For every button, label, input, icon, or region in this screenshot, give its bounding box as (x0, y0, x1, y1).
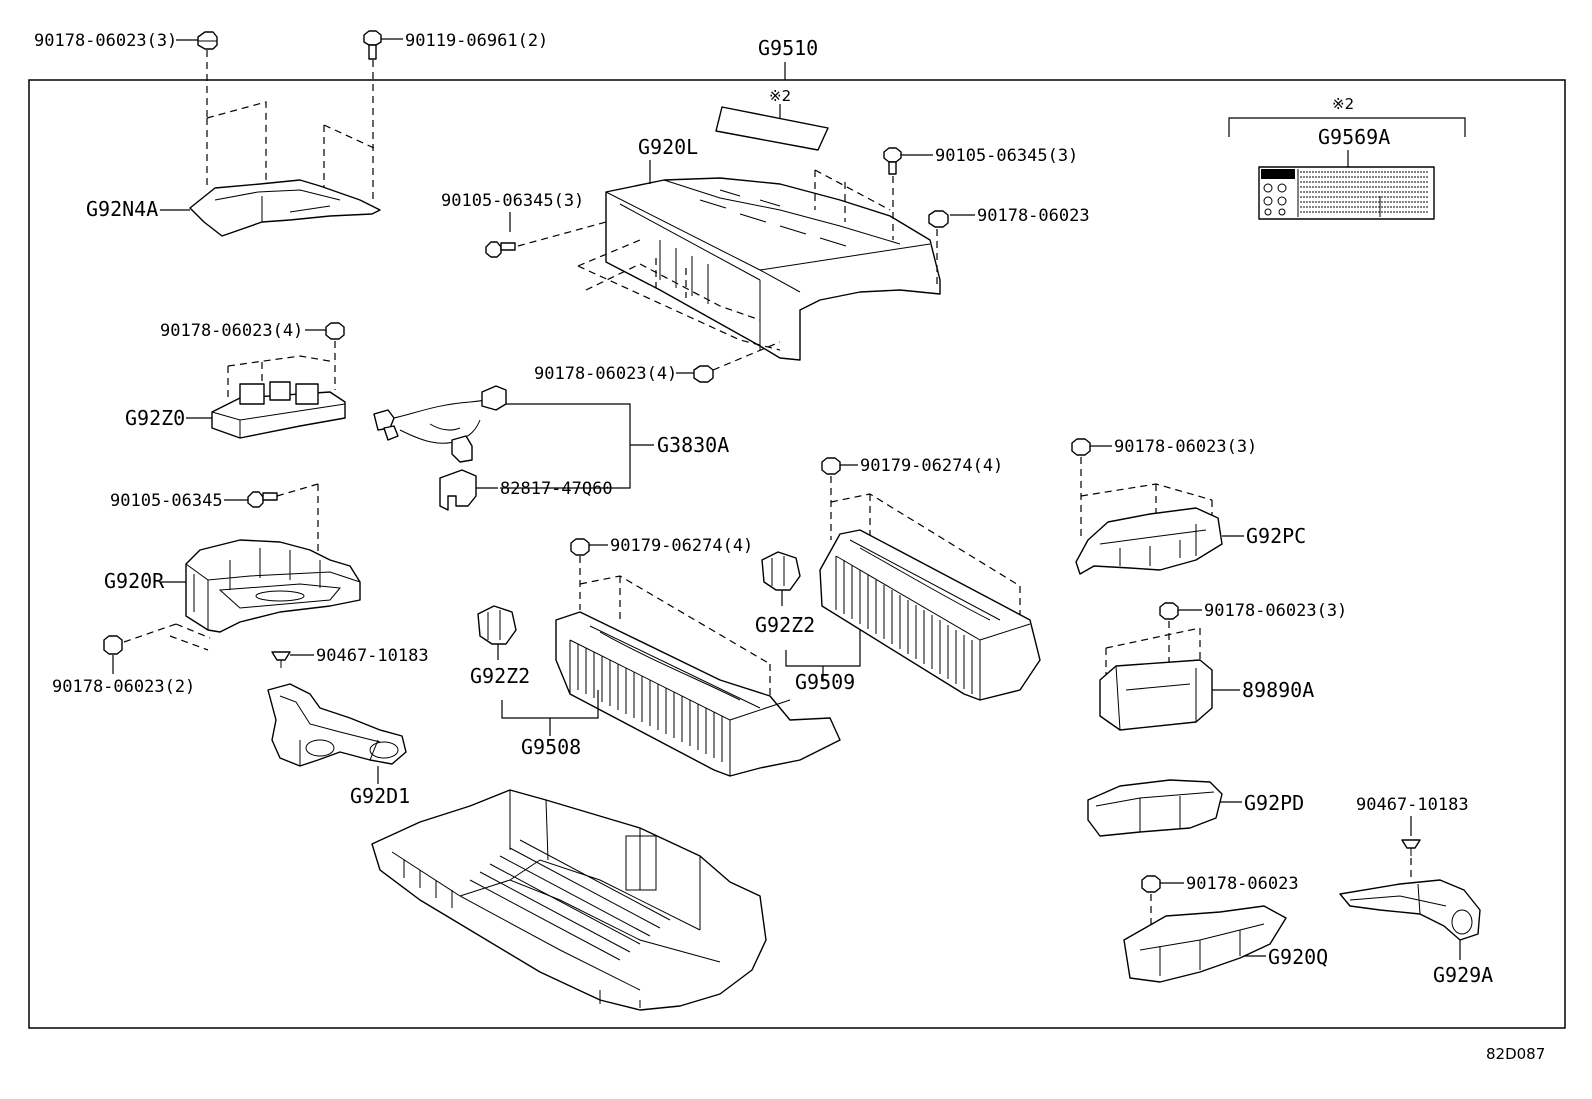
nut-icon (928, 210, 949, 228)
label-G92D1[interactable]: G92D1 (350, 784, 410, 808)
part-89890A[interactable] (1099, 659, 1213, 731)
label-G9569A[interactable]: G9569A (1318, 125, 1390, 149)
label-G3830A[interactable]: G3830A (657, 433, 729, 457)
label-G9509[interactable]: G9509 (795, 670, 855, 694)
label-G929A[interactable]: G929A (1433, 963, 1493, 987)
nut-icon (197, 31, 218, 50)
battery-tray[interactable] (371, 789, 767, 1011)
nut-icon (325, 322, 345, 340)
label-90178-06023-4-a[interactable]: 90178-06023(4) (160, 321, 303, 341)
nut-icon (1159, 602, 1179, 620)
label-G92PD[interactable]: G92PD (1244, 791, 1304, 815)
part-G92Z2-a[interactable] (477, 605, 517, 645)
label-90178-06023-3-c[interactable]: 90178-06023(3) (1204, 601, 1347, 621)
nut-icon (103, 635, 123, 655)
note-symbol-2: ※2 (1332, 95, 1354, 113)
part-G929A[interactable] (1339, 879, 1481, 941)
nut-icon (821, 457, 841, 475)
label-G92PC[interactable]: G92PC (1246, 524, 1306, 548)
part-G92N4A[interactable] (189, 101, 381, 237)
nut-icon (693, 365, 714, 383)
caution-label[interactable] (1258, 166, 1435, 220)
bolt-icon (485, 241, 516, 258)
label-G920L[interactable]: G920L (638, 135, 698, 159)
label-89890A[interactable]: 89890A (1242, 678, 1314, 702)
label-G9508[interactable]: G9508 (521, 735, 581, 759)
label-90179-06274-4-a[interactable]: 90179-06274(4) (610, 536, 753, 556)
part-G92PD[interactable] (1087, 779, 1223, 837)
label-90178-06023-bottom[interactable]: 90178-06023 (1186, 874, 1299, 894)
label-90178-06023-right[interactable]: 90178-06023 (977, 206, 1090, 226)
label-90179-06274-4-b[interactable]: 90179-06274(4) (860, 456, 1003, 476)
assembly-frame (28, 79, 1566, 1029)
part-G3830A[interactable] (373, 385, 507, 511)
part-G92D1[interactable] (267, 683, 407, 767)
label-G920R[interactable]: G920R (104, 569, 165, 593)
bolt-icon (883, 147, 902, 175)
label-G9510[interactable]: G9510 (758, 36, 818, 60)
label-90105-06345-3-a[interactable]: 90105-06345(3) (441, 191, 584, 211)
part-G9508[interactable] (555, 611, 841, 777)
label-G92Z2-b[interactable]: G92Z2 (755, 613, 815, 637)
label-90119-06961-2[interactable]: 90119-06961(2) (405, 31, 548, 51)
label-G920Q[interactable]: G920Q (1268, 945, 1328, 969)
bolt-icon (247, 491, 278, 508)
note-symbol-1: ※2 (769, 87, 791, 105)
label-90178-06023-3-b[interactable]: 90178-06023(3) (1114, 437, 1257, 457)
nut-icon (1071, 438, 1091, 456)
label-90467-10183-b[interactable]: 90467-10183 (1356, 795, 1469, 815)
label-G92N4A[interactable]: G92N4A (86, 197, 158, 221)
part-G9509[interactable] (819, 529, 1041, 701)
label-G92Z0[interactable]: G92Z0 (125, 406, 185, 430)
nut-icon (570, 538, 590, 556)
label-90105-06345-3-b[interactable]: 90105-06345(3) (935, 146, 1078, 166)
part-G920Q[interactable] (1123, 905, 1287, 983)
nut-icon (1141, 875, 1161, 893)
part-G92Z0[interactable] (211, 355, 346, 439)
part-G920L[interactable] (577, 169, 941, 361)
label-90105-06345[interactable]: 90105-06345 (110, 491, 223, 511)
label-90178-06023-2[interactable]: 90178-06023(2) (52, 677, 195, 697)
clip-icon (271, 651, 291, 668)
reference-code: 82D087 (1486, 1045, 1545, 1063)
label-G92Z2-a[interactable]: G92Z2 (470, 664, 530, 688)
part-G92PC[interactable] (1075, 507, 1223, 575)
label-82817-47Q60[interactable]: 82817-47Q60 (500, 479, 613, 499)
label-90467-10183-a[interactable]: 90467-10183 (316, 646, 429, 666)
part-G92Z2-b[interactable] (761, 551, 801, 591)
label-sticker (715, 106, 829, 151)
label-90178-06023-3-top[interactable]: 90178-06023(3) (34, 31, 177, 51)
label-90178-06023-4-b[interactable]: 90178-06023(4) (534, 364, 677, 384)
bolt-icon (363, 30, 382, 60)
part-G920R[interactable] (185, 539, 361, 633)
clip-icon (1401, 839, 1421, 856)
